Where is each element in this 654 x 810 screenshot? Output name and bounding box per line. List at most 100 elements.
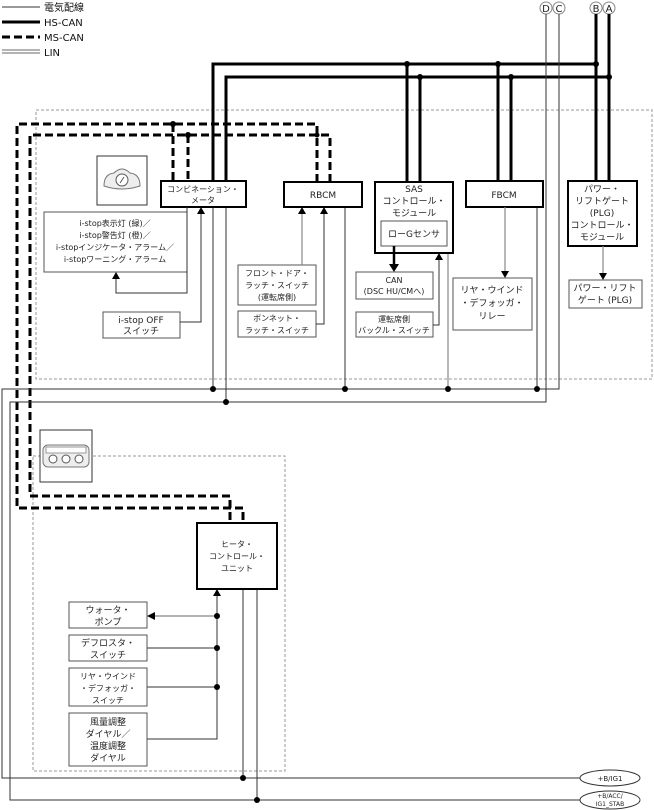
rbcm-label: RBCM [310, 191, 336, 201]
defogger-relay-line3: リレー [478, 312, 505, 322]
legend: 電気配線 HS-CAN MS-CAN LIN [2, 1, 84, 59]
junction-dot [508, 74, 514, 80]
junction-dot [606, 74, 612, 80]
fbcm-label: FBCM [491, 191, 516, 201]
defogger-relay-box [452, 277, 533, 331]
can-output-line1: CAN [385, 276, 402, 285]
sas-line1: SAS [405, 185, 423, 195]
istop-lamps-wire [115, 207, 188, 294]
hs-can-high [211, 62, 596, 181]
bonnet-latch-wire [316, 214, 325, 325]
heater-box [196, 522, 278, 590]
heater-icon [39, 429, 93, 483]
arrow-up-icon [112, 272, 120, 279]
rear-defogger-switch: リヤ・ウインド ・デフォッガ・ スイッチ [68, 667, 148, 707]
arrow-down-icon [389, 264, 399, 272]
defogger-switch-line2: ・デフォッガ・ [80, 683, 136, 693]
ms-can-bus [15, 121, 332, 523]
heater-line1: ヒータ・ [221, 540, 253, 549]
panel-display-icon [45, 446, 87, 454]
arrow-down-icon [501, 271, 509, 278]
acc-label-line1: +B/ACC/ [597, 793, 624, 800]
power-source-ig1: +B/IG1 [579, 769, 641, 787]
defogger-switch-box [68, 667, 148, 707]
defogger-relay-line1: リヤ・ウインド [460, 285, 523, 296]
junction-dot [240, 775, 246, 781]
junction-dot [495, 61, 501, 67]
ig1-oval [579, 769, 641, 787]
connector-b-label: B [593, 4, 600, 15]
fbcm: FBCM [465, 180, 544, 208]
water-pump: ウォータ・ ポンプ [68, 601, 148, 629]
power-wires [1, 14, 580, 803]
junction-dot [314, 132, 320, 138]
power-liftgate: パワー・リフト ゲート (PLG) [568, 279, 643, 309]
meter-label-line2: メータ [191, 196, 215, 205]
connector-a-label: A [606, 4, 613, 15]
power-source-acc: +B/ACC/ IG1_STAB [579, 790, 641, 810]
heater-zone-outline [32, 455, 286, 772]
junction-dot [214, 613, 220, 619]
istop-off-switch: i-stop OFF スイッチ [102, 311, 181, 339]
sas-line2: コントロール・ [382, 197, 445, 207]
cabin-zone-outline [35, 109, 653, 380]
connector-d-label: D [542, 4, 550, 15]
water-pump-line1: ウォータ・ [85, 605, 130, 616]
istop-lamps-line1: i-stop表示灯 (緑)／ [79, 218, 150, 228]
arrow-up-icon [298, 207, 306, 214]
junction-dot [445, 386, 451, 392]
dials-line4: ダイヤル [90, 752, 126, 764]
bonnet-latch-switch: ボンネット・ ラッチ・スイッチ [237, 310, 317, 338]
dials-box [68, 712, 148, 767]
buckle-switch: 運転席側 バックル・スイッチ [355, 311, 434, 338]
can-output: CAN (DSC HU/CMへ) [355, 271, 434, 300]
plg-box [568, 279, 643, 309]
istop-lamps-line4: i-stopワーニング・アラーム [64, 254, 166, 264]
arrow-up-icon [435, 253, 443, 260]
needle-icon [119, 176, 125, 184]
meter-box [160, 180, 247, 208]
arrow-up-icon [320, 207, 328, 214]
legend-label-lin: LIN [44, 48, 60, 59]
buckle-switch-wire [433, 260, 440, 326]
junction-dot [342, 386, 348, 392]
buckle-switch-line1: 運転席側 [378, 314, 410, 324]
junction-dot [254, 797, 260, 803]
plg-module-line2: リフトゲート [575, 195, 629, 207]
can-output-box [355, 271, 434, 300]
connector-c-label: C [556, 4, 563, 15]
legend-label-ms-can: MS-CAN [44, 33, 84, 44]
yaw-g-sensor-box [380, 220, 448, 247]
rear-defogger-relay: リヤ・ウインド ・デフォッガ・ リレー [452, 277, 533, 331]
defroster-switch-line1: デフロスタ・ [81, 637, 135, 649]
arrow-down-icon [599, 273, 607, 280]
front-door-latch-box [237, 264, 317, 306]
bonnet-latch-line2: ラッチ・スイッチ [245, 326, 309, 335]
legend-label-wire: 電気配線 [44, 1, 84, 14]
acc-oval [579, 790, 641, 810]
heater-control-unit: ヒータ・ コントロール・ ユニット [196, 522, 278, 590]
istop-off-wire [180, 214, 202, 323]
istop-lamps-box [43, 211, 188, 273]
legend-label-hs-can: HS-CAN [44, 18, 83, 29]
front-door-latch-line2: ラッチ・スイッチ [245, 281, 309, 290]
junction-dot [185, 132, 191, 138]
heater-input-wire [147, 596, 218, 740]
water-pump-line2: ポンプ [95, 617, 122, 628]
junction-dot [214, 684, 220, 690]
front-door-latch-switch: フロント・ドア・ ラッチ・スイッチ (運転席側) [237, 264, 317, 306]
istop-off-box [102, 311, 181, 339]
water-pump-box [68, 601, 148, 629]
fan-temperature-dials: 風量調整 ダイヤル／ 温度調整 ダイヤル [68, 712, 148, 767]
knob-icon [61, 454, 71, 464]
dials-line1: 風量調整 [90, 716, 126, 728]
istop-off-line1: i-stop OFF [118, 316, 163, 326]
junction-dot [417, 74, 423, 80]
arrow-up-icon [197, 207, 205, 214]
plg-control-module: パワー・ リフトゲート (PLG) コントロール・ モジュール [567, 180, 638, 247]
plg-line1: パワー・リフト [573, 283, 636, 294]
istop-lamps-line2: i-stop警告灯 (橙)／ [79, 230, 150, 240]
defroster-switch-line2: スイッチ [90, 650, 126, 661]
combination-meter: コンビネーション・ メータ [160, 180, 247, 208]
junction-dot [534, 386, 540, 392]
